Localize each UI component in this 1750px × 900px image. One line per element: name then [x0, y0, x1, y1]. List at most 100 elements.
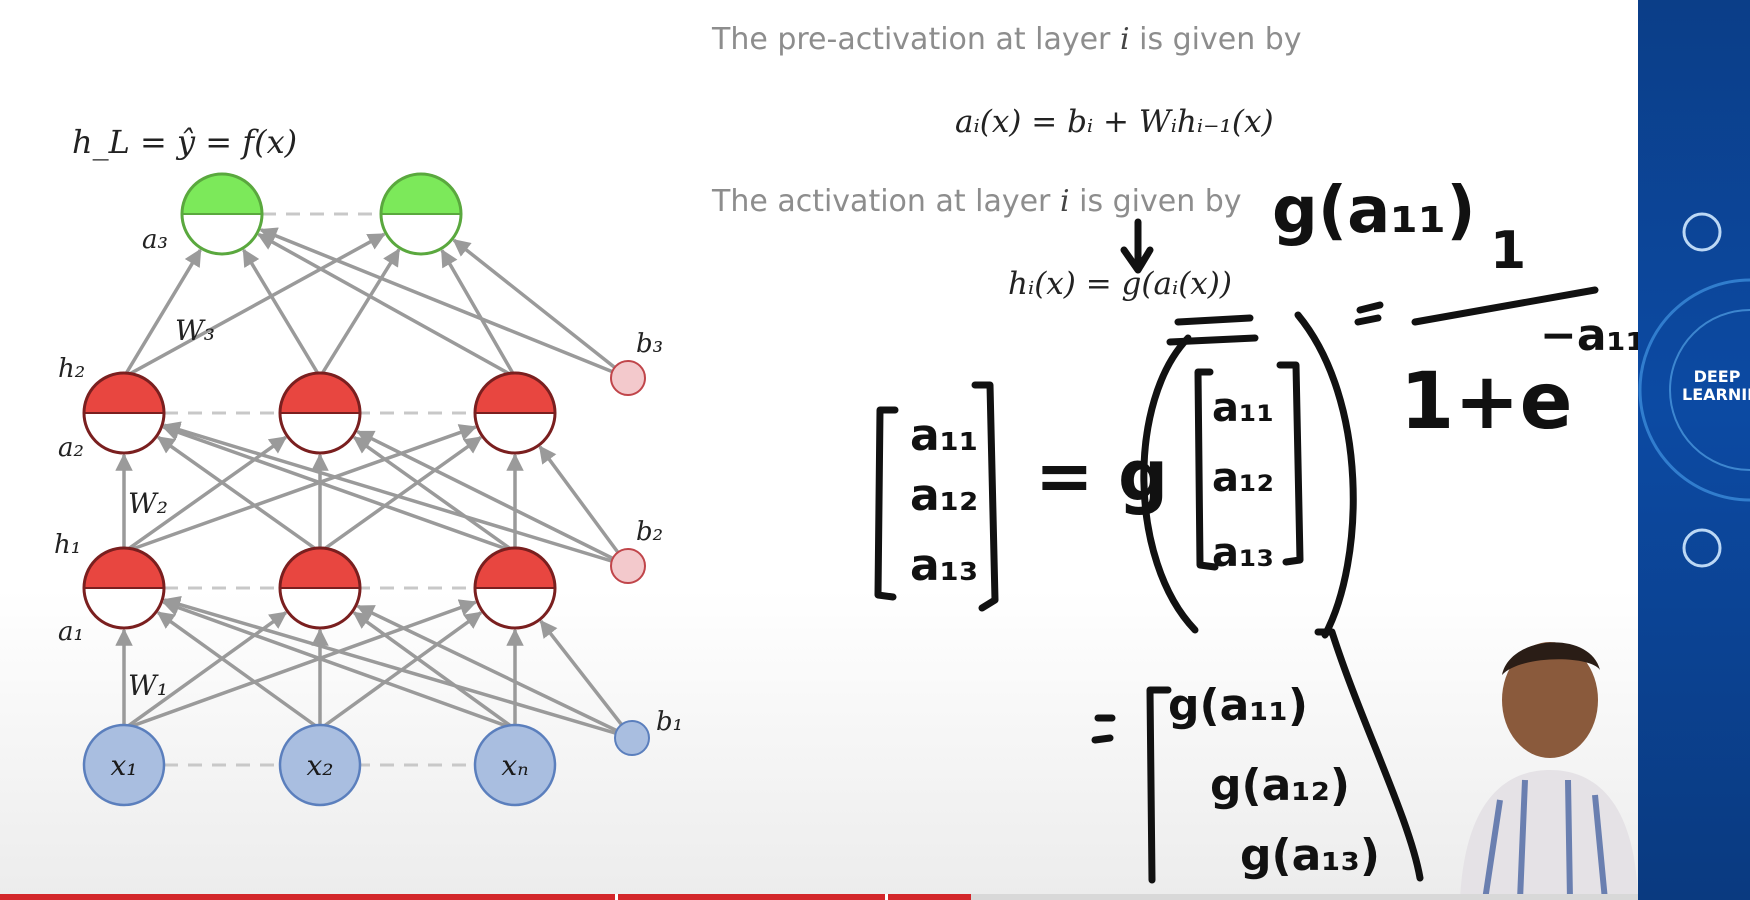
label-h1: h₁ [54, 530, 81, 560]
activation-formula: hᵢ(x) = g(aᵢ(x)) [1008, 266, 1232, 302]
preactivation-statement: The pre-activation at layer i is given b… [712, 22, 1302, 57]
bias-b2 [610, 548, 646, 584]
edge-b2 [356, 430, 629, 568]
bias-b3 [610, 360, 646, 396]
rhs-right-bracket [1276, 361, 1304, 566]
label-b3: b₃ [636, 329, 663, 359]
activation-statement: The activation at layer i is given by [712, 184, 1242, 219]
edge-w3 [257, 232, 516, 379]
rhs-entry: a₁₁ [1212, 385, 1275, 431]
logo-line-learning: LEARNING [1682, 385, 1750, 404]
sidebar-branding: DEEP LEARNING [1638, 0, 1750, 900]
sidebar-decoration [1638, 212, 1750, 568]
edge-w2 [123, 424, 478, 554]
label-a2: a₂ [58, 433, 84, 463]
edge-w3 [440, 248, 517, 378]
lhs-left-bracket [874, 406, 899, 601]
edge-w1 [122, 611, 288, 731]
edge-w3 [123, 232, 386, 379]
edge-w1 [352, 611, 517, 731]
edge-b3 [259, 227, 629, 380]
network-icon [1682, 528, 1722, 568]
chapter-marker[interactable] [615, 894, 618, 900]
output-label: h_L = ŷ = f(x) [72, 123, 297, 161]
result-entry: g(a₁₃) [1240, 830, 1380, 881]
sigmoid-equals [1354, 301, 1384, 326]
input-label: xₙ [501, 749, 528, 782]
label-w3: W₃ [175, 314, 215, 347]
bias-b1 [614, 720, 650, 756]
handwritten-g-a11: g(a₁₁) [1272, 174, 1476, 248]
edge-w2 [122, 435, 288, 554]
sigmoid-fraction-bar [1411, 286, 1599, 326]
label-w2: W₂ [128, 487, 168, 520]
hidden2-neuron [278, 371, 362, 455]
edge-w3 [122, 248, 202, 378]
handwritten-underline [1166, 314, 1259, 346]
handwritten-arrow [1120, 218, 1154, 274]
brain-icon [1682, 212, 1722, 252]
label-b1: b₁ [656, 707, 683, 737]
input-label: x₁ [110, 749, 137, 782]
input-label: x₂ [306, 749, 333, 782]
handwritten-annotations: g(a₁₁) = g 1 1+e −a₁₁ [874, 174, 1638, 884]
result-equals [1091, 714, 1116, 744]
video-progress-bar[interactable] [0, 894, 1638, 900]
edge-b2 [162, 421, 629, 568]
lhs-entry: a₁₁ [910, 410, 979, 461]
result-entry: g(a₁₁) [1168, 680, 1308, 731]
deep-learning-logo: DEEP LEARNING [1682, 368, 1750, 404]
chapter-marker[interactable] [885, 894, 888, 900]
edge-w2 [352, 435, 517, 554]
result-entry: g(a₁₂) [1210, 760, 1350, 811]
rhs-entry: a₁₂ [1212, 455, 1275, 501]
sigmoid-numerator: 1 [1490, 221, 1526, 281]
hidden1-neuron [82, 546, 166, 630]
hidden1-neuron [278, 546, 362, 630]
edge-w1 [156, 611, 322, 731]
lhs-entry: a₁₃ [910, 540, 979, 591]
preactivation-formula: aᵢ(x) = bᵢ + Wᵢhᵢ₋₁(x) [955, 104, 1274, 140]
right-paren [1294, 311, 1357, 639]
label-a3: a₃ [142, 225, 168, 255]
rhs-left-bracket [1194, 368, 1219, 571]
slide: The pre-activation at layer i is given b… [0, 0, 1638, 900]
edge-b3 [452, 238, 630, 380]
input-neuron: x₂ [278, 723, 362, 807]
label-a1: a₁ [58, 617, 84, 647]
network-nodes: x₁ x₂ xₙ [82, 172, 650, 807]
logo-line-deep: DEEP [1693, 367, 1741, 386]
label-h2: h₂ [58, 354, 85, 384]
output-neuron [379, 172, 463, 256]
edge-w1 [123, 599, 478, 731]
hidden1-neuron [473, 546, 557, 630]
hidden2-neuron [82, 371, 166, 455]
input-neuron: xₙ [473, 723, 557, 807]
result-right-bracket [1314, 628, 1424, 882]
edge-b2 [538, 445, 630, 568]
result-left-bracket [1146, 686, 1172, 884]
edge-b1 [539, 619, 634, 740]
edge-b1 [162, 595, 633, 740]
edge-w2 [318, 435, 483, 554]
rhs-entry: a₁₃ [1212, 530, 1275, 576]
left-paren [1140, 334, 1199, 634]
label-w1: W₁ [128, 669, 168, 702]
lhs-entry: a₁₂ [910, 470, 979, 521]
input-neuron: x₁ [82, 723, 166, 807]
presenter-video [1460, 642, 1638, 900]
edge-w3 [318, 248, 401, 378]
output-neuron [180, 172, 264, 256]
edge-w1 [161, 599, 516, 731]
edge-w2 [156, 435, 322, 554]
network-edges [115, 227, 634, 740]
sigmoid-denominator: 1+e [1400, 357, 1573, 447]
progress-fill [0, 894, 972, 900]
label-b2: b₂ [636, 517, 663, 547]
lhs-right-bracket [971, 381, 999, 612]
sigmoid-exponent: −a₁₁ [1540, 310, 1638, 361]
edge-w3 [242, 248, 322, 378]
edge-w2 [161, 424, 516, 554]
hidden2-neuron [473, 371, 557, 455]
